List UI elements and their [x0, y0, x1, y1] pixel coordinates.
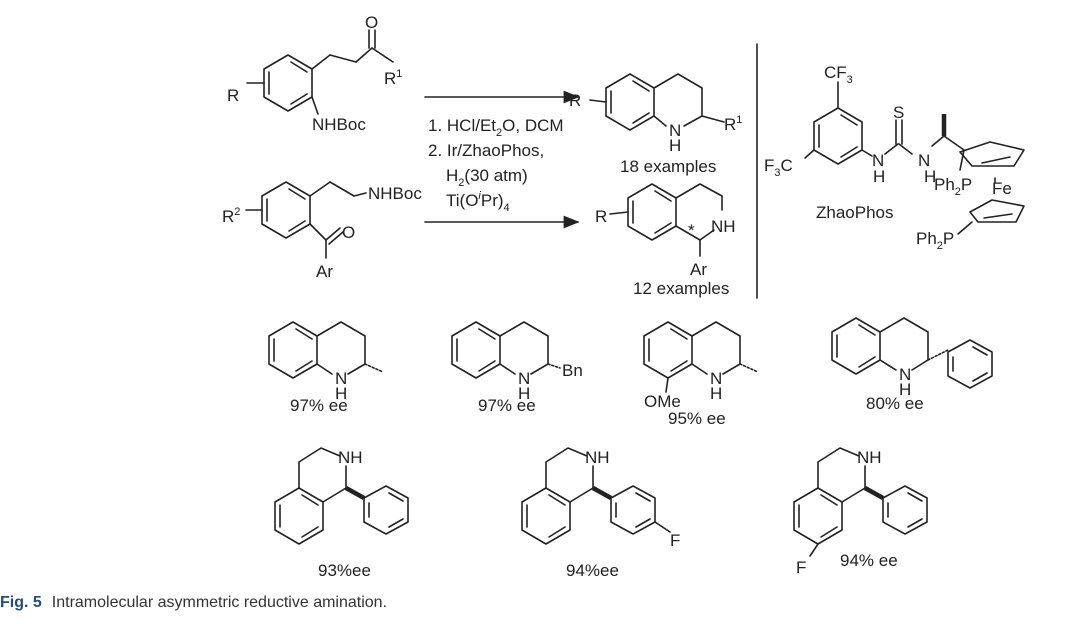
- example-4-n: N: [899, 365, 911, 384]
- example-6-structure: [521, 447, 671, 545]
- example-6-ee: 94%ee: [566, 561, 619, 580]
- substrate-1-r1: R1: [384, 68, 402, 88]
- zhaophos-h2: H: [924, 167, 936, 186]
- zhaophos-structure: [804, 81, 1025, 235]
- substrate-2-nhboc: NHBoc: [368, 184, 422, 203]
- substrate-2-r2: R2: [222, 206, 240, 226]
- zhaophos-sulfur: S: [893, 103, 904, 122]
- example-5-nh: NH: [338, 448, 363, 467]
- example-6-f: F: [670, 531, 680, 550]
- example-2-n: N: [518, 369, 530, 388]
- zhaophos-ph2p-1: Ph2P: [934, 175, 972, 198]
- substrate-2-structure: [245, 181, 367, 259]
- product-1-r: R: [569, 91, 581, 110]
- example-7-f: F: [796, 558, 806, 577]
- substrate-1-structure: [246, 29, 394, 115]
- zhaophos-cf3-left: F3C: [764, 156, 793, 179]
- substrate-2-carbonyl-o: O: [342, 223, 355, 242]
- zhaophos-iron: Fe: [992, 179, 1012, 198]
- example-3-ome: OMe: [644, 392, 681, 411]
- example-2-bn: Bn: [562, 361, 583, 380]
- example-2-ee: 97% ee: [478, 396, 536, 415]
- example-4-ee: 80% ee: [866, 394, 924, 413]
- example-3-ee: 95% ee: [668, 409, 726, 428]
- product-2-ar: Ar: [690, 260, 707, 279]
- example-4-structure: [831, 317, 993, 389]
- example-3-n: N: [710, 369, 722, 388]
- example-7-structure: [793, 447, 928, 557]
- example-5-ee: 93%ee: [318, 561, 371, 580]
- example-4-h: H: [899, 380, 911, 399]
- product-1-structure: [589, 73, 725, 131]
- product-2-examples: 12 examples: [633, 279, 729, 298]
- zhaophos-name: ZhaoPhos: [816, 203, 894, 222]
- zhaophos-cf3-top: CF3: [824, 63, 853, 86]
- example-1-n: N: [335, 369, 347, 388]
- product-1-h: H: [669, 136, 681, 155]
- zhaophos-h1: H: [873, 167, 885, 186]
- example-1-h: H: [335, 384, 347, 403]
- figure-caption-label: Fig. 5: [0, 594, 42, 611]
- substrate-1-carbonyl-o: O: [365, 13, 378, 32]
- condition-titanium: Ti(OiPr)4: [446, 190, 510, 214]
- example-5-structure: [274, 447, 409, 545]
- substrate-1-r: R: [227, 86, 239, 105]
- figure-caption: Fig. 5 Intramolecular asymmetric reductiv…: [0, 594, 387, 612]
- product-2-structure: [609, 183, 723, 257]
- substrate-1-nhboc: NHBoc: [312, 115, 366, 134]
- product-1-examples: 18 examples: [620, 157, 716, 176]
- example-3-h: H: [710, 384, 722, 403]
- example-2-structure: [451, 321, 561, 379]
- product-1-r1: R1: [724, 114, 742, 134]
- example-1-ee: 97% ee: [290, 396, 348, 415]
- condition-step-2: 2. Ir/ZhaoPhos,: [428, 141, 544, 160]
- product-2-nh: NH: [711, 217, 736, 236]
- figure-caption-text: Intramolecular asymmetric reductive amin…: [51, 594, 388, 611]
- example-1-structure: [268, 321, 384, 379]
- product-1-n: N: [669, 121, 681, 140]
- substrate-2-ar: Ar: [316, 262, 333, 281]
- example-7-nh: NH: [857, 448, 882, 467]
- example-2-h: H: [518, 384, 530, 403]
- example-7-ee: 94% ee: [840, 551, 898, 570]
- condition-h2-pressure: H2(30 atm): [446, 166, 528, 189]
- product-2-r: R: [595, 207, 607, 226]
- zhaophos-n2: N: [918, 151, 930, 170]
- product-2-stereocenter-star: *: [688, 221, 695, 240]
- example-6-nh: NH: [585, 448, 610, 467]
- example-3-structure: [643, 321, 759, 393]
- zhaophos-n1: N: [872, 151, 884, 170]
- condition-step-1: 1. HCl/Et2O, DCM: [428, 116, 564, 139]
- zhaophos-ph2p-2: Ph2P: [916, 229, 954, 252]
